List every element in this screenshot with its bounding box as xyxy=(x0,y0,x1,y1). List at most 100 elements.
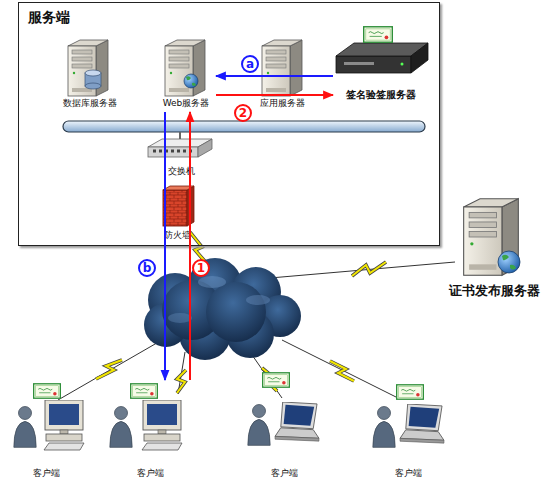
signing-device-icon xyxy=(336,27,428,73)
server-zone: 服务端数据库服务器 Web服务器 应用服务器 签名验签服务器交换机防火墙 xyxy=(18,2,440,246)
zone-title: 服务端 xyxy=(28,9,70,27)
device-label: Web服务器 xyxy=(156,97,216,110)
globe-land xyxy=(502,255,516,270)
device-label: 客户端 xyxy=(5,467,87,480)
step-number: 1 xyxy=(192,259,210,277)
user-figure xyxy=(248,405,270,446)
device-side xyxy=(411,43,428,73)
network-bus xyxy=(63,121,425,132)
certificate-icon xyxy=(397,385,424,399)
device-label: 应用服务器 xyxy=(252,97,312,110)
globe xyxy=(184,74,198,88)
internet-cloud xyxy=(144,258,301,360)
lightning-bolts xyxy=(96,232,386,393)
server-tower xyxy=(165,40,205,96)
device-label: 交换机 xyxy=(150,165,212,178)
certificate-icon xyxy=(131,384,158,398)
network-switch: 交换机 xyxy=(150,136,212,180)
signing-server: 签名验签服务器 xyxy=(333,36,429,104)
certificate-icon xyxy=(34,384,61,398)
web-server-icon xyxy=(165,40,205,96)
switch-front xyxy=(148,147,198,157)
desktop-computer xyxy=(44,400,84,450)
device-label: 客户端 xyxy=(368,467,448,480)
link-wire xyxy=(282,340,398,398)
device-led xyxy=(401,63,404,66)
lightning-bolt xyxy=(177,370,186,393)
client-4-icon xyxy=(373,385,444,448)
database-server: 数据库服务器 xyxy=(58,36,122,112)
client-terminal: 客户端 xyxy=(105,380,195,482)
switch-side xyxy=(198,139,212,157)
flow-arrow xyxy=(216,75,333,77)
link-wire xyxy=(178,352,185,394)
lightning-bolt xyxy=(330,361,354,381)
client-3-icon xyxy=(248,373,319,446)
firewall-top xyxy=(163,186,194,190)
switch-ports xyxy=(153,150,192,153)
bolt-outline xyxy=(177,370,186,393)
link-wire xyxy=(270,262,455,278)
server-tower xyxy=(262,40,302,96)
desktop-computer xyxy=(142,400,182,450)
globe xyxy=(498,251,520,273)
web-server: Web服务器 xyxy=(156,36,216,112)
flow-arrow xyxy=(189,112,191,380)
database-cylinder-top xyxy=(85,70,101,76)
cloud-highlight xyxy=(198,276,226,288)
device-label: 数据库服务器 xyxy=(58,97,122,110)
cloud-highlight xyxy=(246,295,270,305)
lightning-bolt xyxy=(352,262,386,276)
database-cylinder-bottom xyxy=(85,83,101,89)
firewall-side xyxy=(187,186,194,226)
device-front xyxy=(336,56,411,73)
certificate-server-icon xyxy=(464,199,520,276)
user-figure xyxy=(373,407,395,448)
step-number: a xyxy=(241,55,259,73)
cloud-highlight xyxy=(168,313,192,323)
switch-link xyxy=(179,132,181,139)
flow-arrow xyxy=(216,94,333,96)
globe-land xyxy=(186,76,196,86)
flow-arrow xyxy=(164,112,166,380)
server-tower xyxy=(68,40,108,96)
firewall-icon xyxy=(163,186,194,226)
certificate-server: 证书发布服务器 xyxy=(436,194,552,302)
application-server: 应用服务器 xyxy=(252,36,312,112)
step-number: b xyxy=(138,259,156,277)
device-label: 客户端 xyxy=(244,467,324,480)
user-figure xyxy=(14,407,36,448)
link-wire xyxy=(58,340,162,400)
lightning-bolt xyxy=(96,360,122,379)
firewall: 防火墙 xyxy=(152,186,202,244)
client-terminal: 客户端 xyxy=(5,380,87,482)
laptop-computer xyxy=(400,404,444,443)
database-server-icon xyxy=(68,40,108,96)
application-server-icon xyxy=(262,40,302,96)
user-figure xyxy=(110,407,132,448)
bolt-outline xyxy=(330,361,354,381)
certificate-icon xyxy=(364,27,393,42)
switch-icon xyxy=(148,139,212,157)
client-terminal: 客户端 xyxy=(244,380,324,482)
device-panel xyxy=(344,62,374,65)
network-links xyxy=(58,262,455,400)
device-label: 证书发布服务器 xyxy=(436,282,552,300)
bolt-outline xyxy=(352,262,386,276)
device-label: 防火墙 xyxy=(152,229,202,242)
step-number: 2 xyxy=(234,104,252,122)
client-2-icon xyxy=(110,384,182,450)
firewall-front xyxy=(163,190,187,226)
client-1-icon xyxy=(14,384,84,450)
device-label: 签名验签服务器 xyxy=(333,88,429,102)
client-terminal: 客户端 xyxy=(368,380,448,482)
laptop-computer xyxy=(275,402,319,441)
bolt-outline xyxy=(96,360,122,379)
device-label: 客户端 xyxy=(105,467,195,480)
certificate-icon xyxy=(263,373,290,387)
